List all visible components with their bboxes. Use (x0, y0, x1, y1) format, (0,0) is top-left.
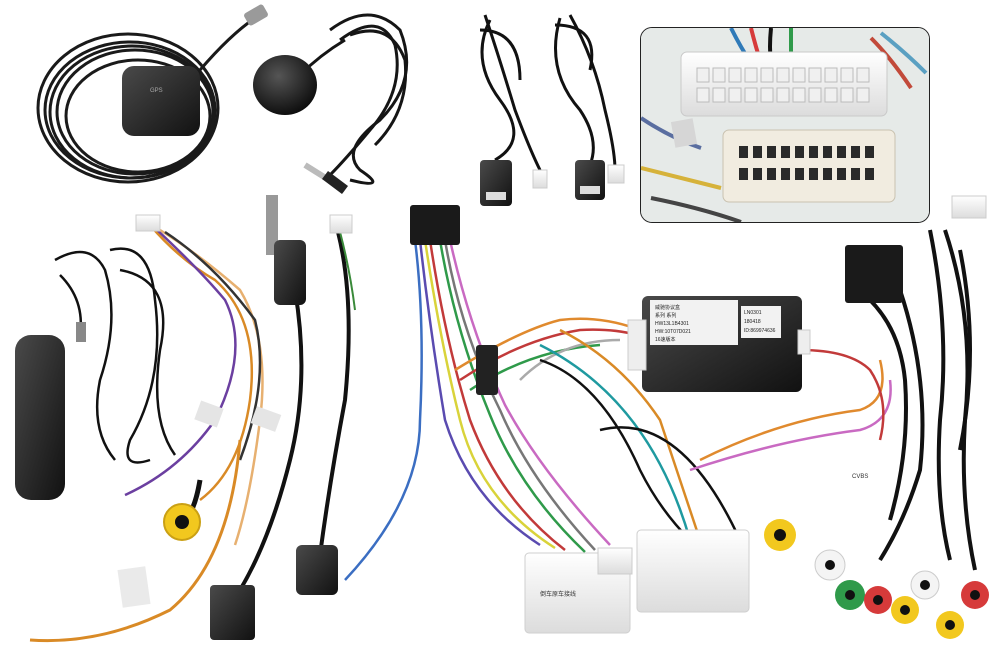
harness-plug-right (636, 529, 750, 613)
inset-connector-top (680, 51, 888, 117)
rca-bundle: CVBS (764, 195, 989, 639)
box-label-r3: ID:869974636 (744, 328, 776, 334)
iso-connector (410, 205, 460, 245)
inset-connector-bottom (722, 129, 896, 203)
box-label-1: 威驰协议盒 (655, 304, 680, 311)
camera-harness (29, 224, 264, 643)
main-harness (344, 239, 892, 581)
microphone (253, 13, 409, 194)
box-label-4: HW:10T07D021 (655, 329, 691, 335)
radio-antenna (15, 247, 177, 500)
aux-cable (296, 214, 356, 595)
gps-antenna: GPS (36, 4, 268, 184)
gps-label: GPS (150, 88, 163, 94)
box-label-r1: LN0301 (744, 310, 762, 316)
usb-cable-1 (479, 14, 542, 171)
canbus-box: 威驰协议盒 系列 系列 HW13L1B4301 HW:10T07D021 16速… (627, 296, 811, 392)
antenna-adapter (210, 195, 306, 640)
box-label-2: 系列 系列 (655, 312, 676, 319)
box-label-3: HW13L1B4301 (655, 321, 689, 327)
connector-closeup-inset (640, 27, 930, 223)
usb-cable-2 (554, 14, 617, 171)
rca-tag: CVBS (852, 474, 868, 480)
harness-tag: 倒车原车接线 (540, 590, 576, 598)
box-label-5: 16速版本 (655, 336, 676, 343)
box-label-r2: 180418 (744, 319, 761, 325)
